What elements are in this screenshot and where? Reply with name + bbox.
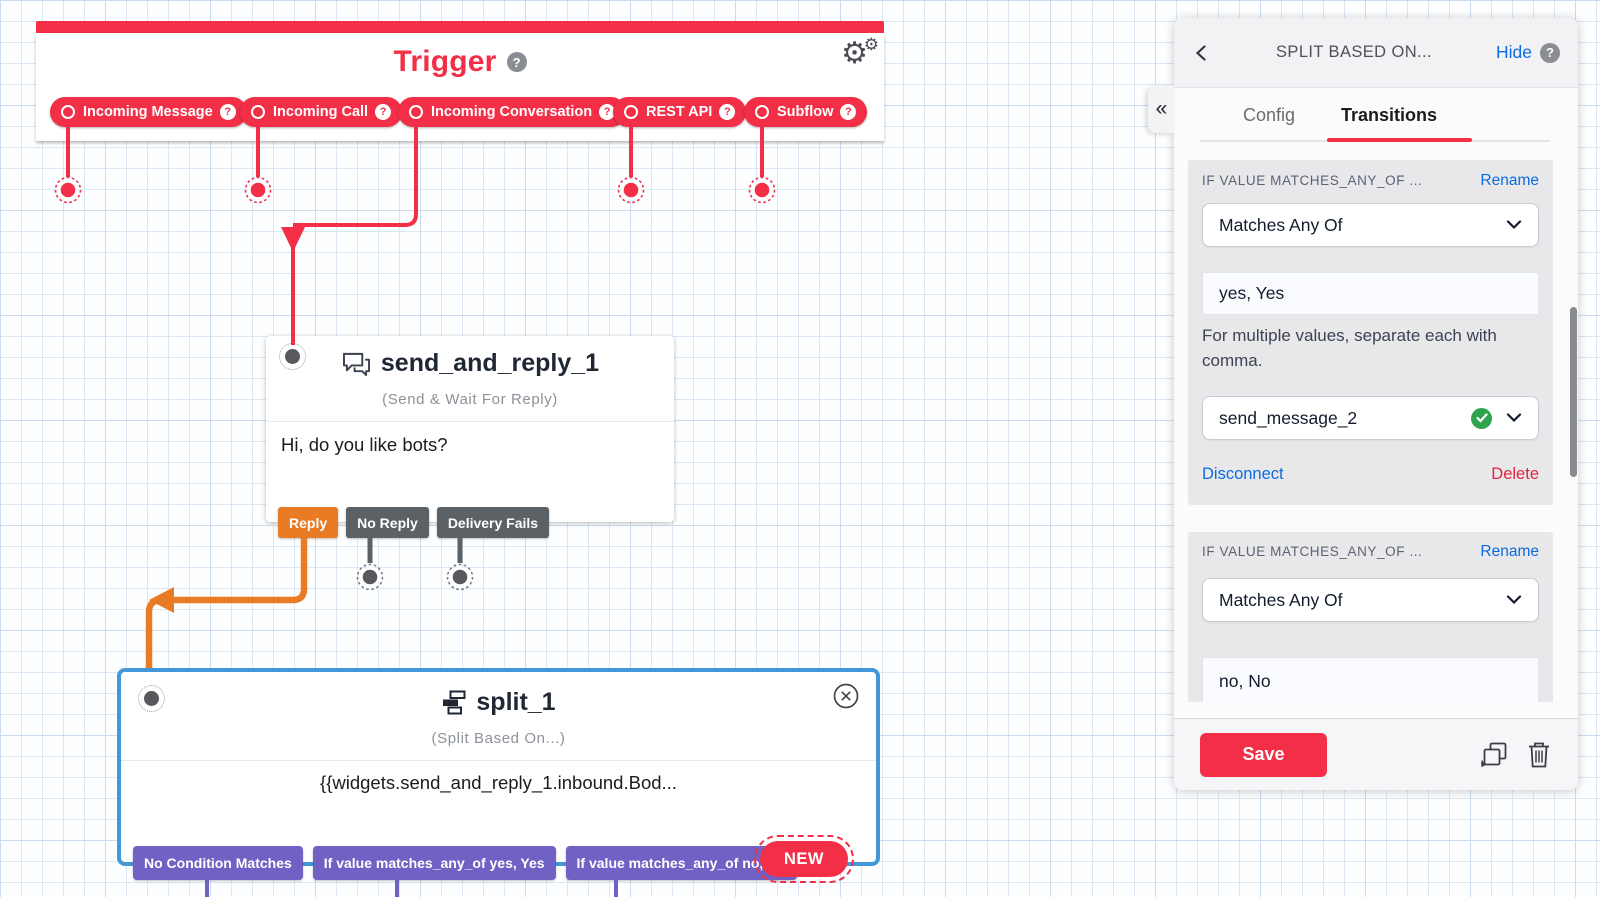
tab-transitions[interactable]: Transitions	[1341, 105, 1438, 125]
duplicate-widget-icon[interactable]	[1479, 739, 1510, 770]
rename-link[interactable]: Rename	[1480, 172, 1539, 189]
help-icon[interactable]: ?	[375, 104, 392, 120]
inspector-panel: « SPLIT BASED ON... Hide ? Config Transi…	[1148, 18, 1578, 790]
transition-button-delivery-fails[interactable]: Delivery Fails	[436, 507, 550, 538]
chevron-down-icon	[1506, 413, 1522, 423]
widget-input-port[interactable]	[138, 685, 165, 712]
transition-button-no-reply[interactable]: No Reply	[346, 507, 429, 538]
new-transition-button[interactable]: NEW	[760, 841, 848, 877]
hide-panel-link[interactable]: Hide	[1496, 42, 1532, 62]
transitions-scroll-area[interactable]: IF VALUE MATCHES_ANY_OF ... Rename Match…	[1174, 143, 1578, 702]
help-icon[interactable]: ?	[599, 104, 616, 120]
split-widget-selected[interactable]: split_1 (Split Based On...) {{widgets.se…	[117, 668, 880, 883]
operator-dropdown[interactable]: Matches Any Of	[1202, 203, 1539, 247]
target-widget-dropdown[interactable]: send_message_2	[1202, 396, 1539, 440]
trigger-pill-incoming-call[interactable]: Incoming Call ?	[240, 97, 403, 127]
chat-bubbles-icon	[342, 352, 370, 376]
double-chevron-left-icon: «	[1155, 97, 1168, 120]
send-and-reply-widget[interactable]: send_and_reply_1 (Send & Wait For Reply)…	[266, 336, 674, 538]
match-values-input[interactable]	[1202, 272, 1539, 315]
transition-section-yes: IF VALUE MATCHES_ANY_OF ... Rename Match…	[1188, 160, 1553, 505]
tab-config[interactable]: Config	[1243, 105, 1296, 125]
widget-type-label: (Send & Wait For Reply)	[382, 391, 558, 408]
match-values-input[interactable]	[1202, 657, 1539, 702]
trigger-title: Trigger	[393, 45, 497, 78]
pill-label: REST API	[646, 104, 713, 120]
operator-dropdown[interactable]: Matches Any Of	[1202, 578, 1539, 622]
transition-button-reply[interactable]: Reply	[278, 507, 339, 538]
message-body-text: Hi, do you like bots?	[281, 434, 448, 455]
transition-section-label: IF VALUE MATCHES_ANY_OF ...	[1202, 173, 1423, 188]
widget-name: split_1	[476, 688, 556, 716]
trigger-pill-subflow[interactable]: Subflow ?	[744, 97, 868, 127]
pill-label: Subflow	[777, 104, 834, 120]
new-transition-drop-target: NEW	[754, 835, 854, 883]
panel-scrollbar-thumb[interactable]	[1570, 307, 1577, 477]
trigger-pill-incoming-conversation[interactable]: Incoming Conversation ?	[398, 97, 627, 127]
widget-type-label: (Split Based On...)	[431, 730, 566, 747]
save-button[interactable]: Save	[1200, 732, 1327, 777]
radio-ring-icon	[409, 105, 423, 119]
collapse-panel-button[interactable]: «	[1148, 85, 1175, 133]
transition-section-no: IF VALUE MATCHES_ANY_OF ... Rename Match…	[1188, 532, 1553, 702]
chevron-down-icon	[1506, 595, 1522, 605]
trigger-endpoint-dots	[54, 176, 776, 204]
transition-button-matches-yes[interactable]: If value matches_any_of yes, Yes	[312, 846, 556, 880]
chevron-down-icon	[1506, 220, 1522, 230]
delete-widget-trash-icon[interactable]	[1526, 740, 1552, 769]
help-icon[interactable]: ?	[219, 104, 236, 120]
radio-ring-icon	[251, 105, 265, 119]
divider	[266, 421, 674, 422]
split-icon	[443, 690, 466, 715]
trigger-accent-bar	[36, 21, 884, 33]
radio-ring-icon	[755, 105, 769, 119]
help-icon[interactable]: ?	[840, 104, 857, 120]
back-chevron-icon[interactable]	[1192, 43, 1212, 63]
active-tab-indicator	[1327, 138, 1472, 142]
panel-header: SPLIT BASED ON... Hide ?	[1174, 18, 1578, 88]
pill-label: Incoming Conversation	[431, 104, 593, 120]
divider	[121, 760, 876, 761]
pill-label: Incoming Message	[83, 104, 213, 120]
operator-value: Matches Any Of	[1219, 589, 1343, 610]
transition-section-label: IF VALUE MATCHES_ANY_OF ...	[1202, 544, 1423, 559]
rename-link[interactable]: Rename	[1480, 543, 1539, 560]
trigger-settings-gear-icon[interactable]: ⚙⚙	[841, 35, 879, 70]
help-icon[interactable]: ?	[719, 104, 736, 120]
panel-footer: Save	[1174, 718, 1578, 790]
radio-ring-icon	[61, 105, 75, 119]
panel-tabs: Config Transitions	[1174, 88, 1578, 143]
disconnect-link[interactable]: Disconnect	[1202, 465, 1284, 483]
trigger-pill-rest-api[interactable]: REST API ?	[613, 97, 747, 127]
deselect-close-icon[interactable]	[832, 682, 860, 710]
target-widget-value: send_message_2	[1219, 407, 1358, 428]
trigger-pill-incoming-message[interactable]: Incoming Message ?	[50, 97, 247, 127]
split-expression-text: {{widgets.send_and_reply_1.inbound.Bod..…	[320, 772, 677, 793]
panel-title: SPLIT BASED ON...	[1276, 43, 1432, 61]
transition-button-no-condition[interactable]: No Condition Matches	[133, 846, 303, 880]
widget-input-port[interactable]	[279, 343, 306, 370]
pill-label: Incoming Call	[273, 104, 369, 120]
delete-link[interactable]: Delete	[1491, 465, 1539, 483]
help-icon[interactable]: ?	[1540, 42, 1560, 63]
connected-check-icon	[1471, 407, 1492, 429]
radio-ring-icon	[624, 105, 638, 119]
trigger-help-icon[interactable]: ?	[506, 52, 527, 72]
operator-value: Matches Any Of	[1219, 214, 1343, 235]
widget-name: send_and_reply_1	[380, 349, 600, 377]
values-help-text: For multiple values, separate each with …	[1202, 326, 1497, 370]
